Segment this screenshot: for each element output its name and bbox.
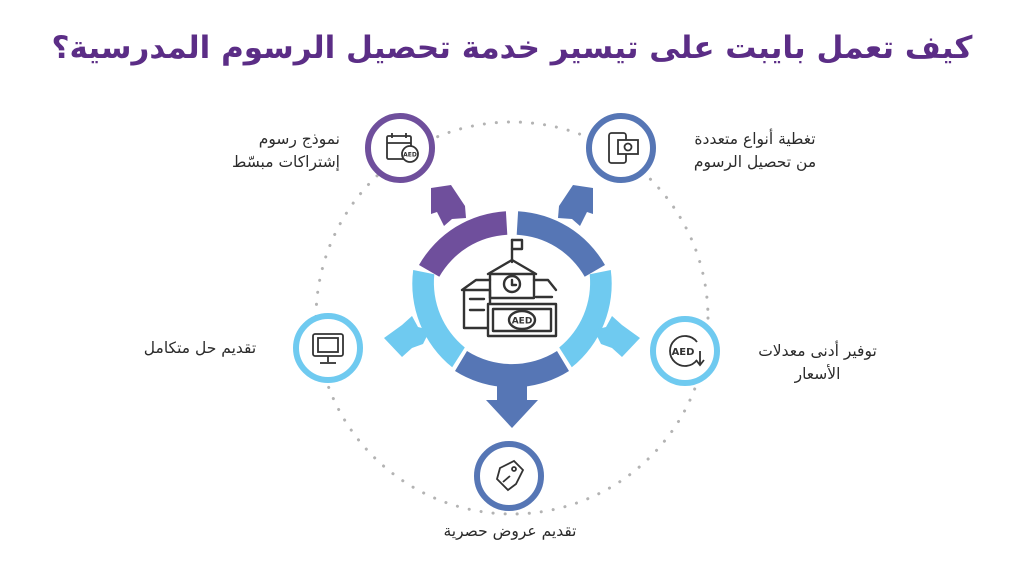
page-title: كيف تعمل بايبت على تيسير خدمة تحصيل الرس… bbox=[51, 30, 973, 66]
feature-label-coverage: تغطية أنواع متعددة من تحصيل الرسوم bbox=[665, 128, 845, 174]
segment-right bbox=[559, 270, 640, 368]
calendar-aed-text: AED bbox=[403, 152, 417, 159]
segment-bottom bbox=[455, 351, 569, 428]
phone-payment-icon bbox=[608, 132, 639, 164]
dotted-orbit bbox=[314, 120, 710, 516]
feature-label-line: تقديم عروض حصرية bbox=[443, 522, 577, 540]
feature-label-rates: توفير أدنى معدلات الأسعار bbox=[735, 340, 900, 386]
feature-label-subscription: نموذج رسوم إشتراكات مبسّط bbox=[170, 128, 340, 174]
center-currency-label: AED bbox=[512, 317, 533, 327]
segment-left bbox=[384, 270, 465, 368]
feature-label-offers: تقديم عروض حصرية bbox=[410, 520, 610, 543]
segment-top-right bbox=[516, 185, 605, 277]
feature-circle-offers bbox=[474, 441, 544, 511]
feature-label-line: الأسعار bbox=[794, 365, 841, 383]
aed-decrease-text: AED bbox=[672, 347, 695, 358]
feature-label-line: توفير أدنى معدلات bbox=[758, 342, 877, 360]
feature-circle-integrated bbox=[293, 313, 363, 383]
aed-decrease-icon bbox=[669, 335, 705, 367]
school-building-with-aed-banknote-icon bbox=[460, 238, 558, 338]
feature-label-line: نموذج رسوم bbox=[258, 130, 340, 148]
feature-label-line: تقديم حل متكامل bbox=[143, 339, 257, 357]
monitor-icon bbox=[312, 333, 344, 364]
feature-circle-rates: AED bbox=[650, 316, 720, 386]
segment-top-left bbox=[419, 185, 508, 277]
discount-tag-icon bbox=[495, 459, 525, 492]
feature-label-line: تغطية أنواع متعددة bbox=[694, 130, 816, 148]
feature-circle-coverage bbox=[586, 113, 656, 183]
feature-label-line: من تحصيل الرسوم bbox=[693, 153, 817, 171]
calendar-aed-icon bbox=[386, 133, 419, 163]
feature-label-line: إشتراكات مبسّط bbox=[232, 153, 340, 171]
feature-circle-subscription: AED bbox=[365, 113, 435, 183]
feature-label-integrated: تقديم حل متكامل bbox=[120, 337, 280, 360]
